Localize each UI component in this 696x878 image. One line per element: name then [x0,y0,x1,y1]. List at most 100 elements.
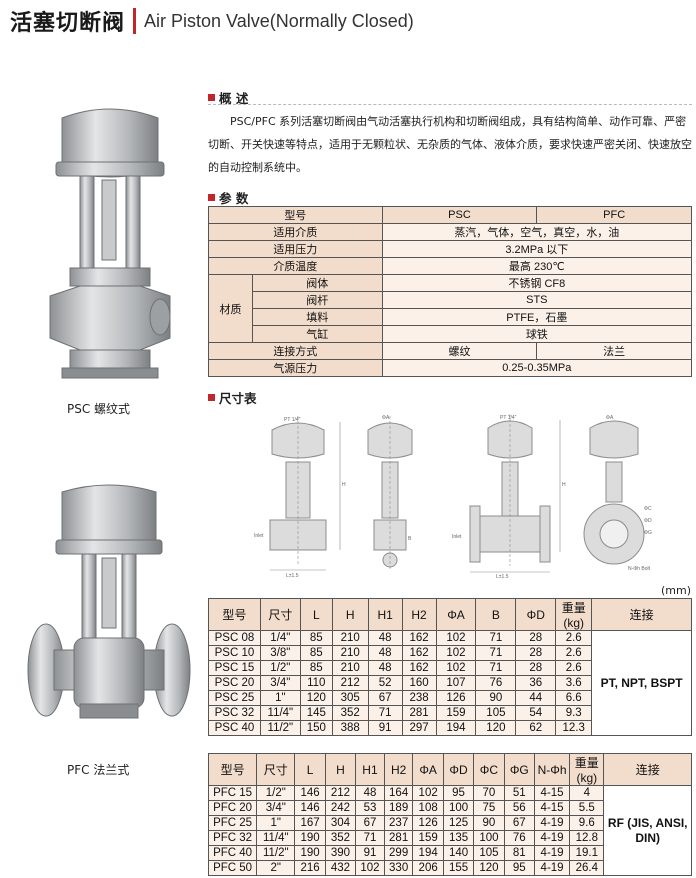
psc-table-cell: 54 [515,705,557,721]
psc-table-cell: 238 [401,690,437,706]
drawing-label-phic: ΦC [644,506,652,512]
pfc-col-header: 型号 [207,753,258,786]
psc-col-header: ΦA [435,598,477,631]
pfc-table-cell: 95 [503,860,535,876]
psc-table-cell: 85 [299,630,333,646]
pfc-table-cell: 146 [294,785,326,801]
psc-table-cell: PSC 08 [208,630,261,646]
params-medium-value: 蒸汽，气体，空气，真空，水，油 [381,223,693,241]
pfc-table-cell: 53 [355,800,385,816]
pfc-col-header: ΦC [473,753,505,786]
pfc-table-cell: 237 [383,815,414,831]
psc-table-cell: 194 [435,720,477,736]
pfc-table-cell: 167 [294,815,326,831]
dims-heading-label: 尺寸表 [219,391,257,406]
pfc-col-header: H2 [383,753,414,786]
params-air-label: 气源压力 [208,359,383,377]
section-marker [208,194,215,201]
pfc-col-header: ΦD [442,753,475,786]
pfc-table-cell: 1/2" [256,785,296,801]
drawing-label-l: L±1.5 [496,574,509,580]
pfc-table-cell: 91 [355,845,385,861]
params-row-medium: 适用介质 蒸汽，气体，空气，真空，水，油 [208,223,693,241]
psc-col-header: H2 [401,598,437,631]
pfc-table-cell: 67 [503,815,535,831]
psc-dimension-drawing: PT 1/4" Inlet L±1.5 H ΦA B [254,415,413,579]
psc-table-cell: 2.6 [555,645,593,661]
psc-table-cell: 44 [515,690,557,706]
pfc-table-cell: 281 [383,830,414,846]
psc-table-cell: 210 [331,645,369,661]
pfc-table-cell: 19.1 [569,845,605,861]
pfc-dimension-drawing: PT 1/4" Inlet L±1.5 H ΦA ΦC ΦD ΦG N-Φh B… [452,414,652,580]
pfc-col-header: ΦA [412,753,444,786]
pfc-table-cell: 4-19 [533,860,571,876]
psc-table-cell: 3/4" [259,675,301,691]
pfc-table-cell: 159 [412,830,444,846]
psc-table-cell: 11/2" [259,720,301,736]
pfc-table-cell: 95 [442,785,475,801]
section-marker [208,94,215,101]
pfc-table-cell: 71 [355,830,385,846]
psc-table-cell: 67 [367,690,403,706]
psc-table-cell: 1" [259,690,301,706]
params-material-value: PTFE，石墨 [381,308,693,326]
psc-table-cell: 162 [401,660,437,676]
psc-table-cell: 145 [299,705,333,721]
pfc-table-cell: 304 [324,815,357,831]
psc-table-cell: PSC 32 [208,705,261,721]
psc-table-cell: 120 [475,720,517,736]
pfc-table-cell: 76 [503,830,535,846]
psc-table-cell: 48 [367,630,403,646]
pfc-table-cell: 299 [383,845,414,861]
params-heading: 参 数 [208,188,248,207]
pfc-col-header: 重量 (kg) [569,753,605,786]
pfc-table-cell: PFC 40 [207,845,258,861]
psc-table-cell: 2.6 [555,660,593,676]
drawing-label-phig: ΦG [644,530,652,536]
pfc-table-cell: 189 [383,800,414,816]
pfc-table-cell: 100 [442,800,475,816]
drawing-label-nphih: N-Φh Bolt [628,566,651,572]
pfc-table-cell: 2" [256,860,296,876]
psc-table-cell: 126 [435,690,477,706]
pfc-col-header: 连接 [603,753,692,786]
psc-table-cell: 3/8" [259,645,301,661]
pfc-table-cell: 432 [324,860,357,876]
title-divider [133,8,137,34]
psc-table-cell: 297 [401,720,437,736]
params-pfc-label: PFC [536,206,692,224]
pfc-table-cell: 330 [383,860,414,876]
psc-col-header: H1 [367,598,403,631]
pfc-table-cell: PFC 25 [207,815,258,831]
dims-heading: 尺寸表 [208,388,257,407]
params-row-air: 气源压力 0.25-0.35MPa [208,359,693,377]
params-material-value: STS [381,291,693,309]
pfc-table-cell: 11/4" [256,830,296,846]
psc-table-cell: 6.6 [555,690,593,706]
params-material-value: 球铁 [381,325,693,343]
pfc-table-cell: 352 [324,830,357,846]
psc-table-cell: 71 [475,645,517,661]
pfc-table-cell: 81 [503,845,535,861]
pfc-table-cell: 105 [473,845,505,861]
psc-table-cell: PSC 15 [208,660,261,676]
psc-table-cell: 62 [515,720,557,736]
params-material-part: 气缸 [251,325,383,343]
psc-table-cell: 12.3 [555,720,593,736]
pfc-table-cell: 242 [324,800,357,816]
pfc-table-cell: 126 [412,815,444,831]
pfc-table-cell: 140 [442,845,475,861]
pfc-table-cell: 4-19 [533,845,571,861]
params-medium-label: 适用介质 [208,223,383,241]
title-cn: 活塞切断阀 [10,11,126,36]
pfc-table-cell: 51 [503,785,535,801]
